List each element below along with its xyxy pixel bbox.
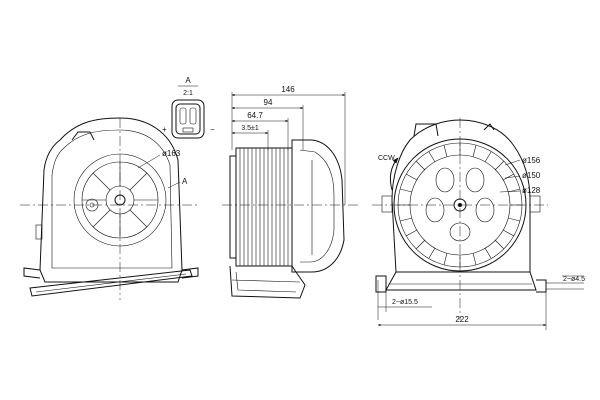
- side-body-depth: 94: [264, 98, 273, 107]
- side-overall-width: 146: [281, 85, 295, 94]
- section-scale: 2:1: [183, 90, 193, 97]
- section-letter: A: [185, 76, 191, 85]
- front-view: ø163 A: [20, 117, 200, 300]
- rear-holes-small: 2−ø4.5: [563, 276, 585, 283]
- rotation-label: CCW: [378, 155, 395, 162]
- side-offset: 3.5±1: [241, 125, 259, 132]
- section-callout: A 2:1: [178, 76, 198, 97]
- rear-diameter-150: ø150: [522, 171, 541, 180]
- front-diameter-label: ø163: [162, 149, 181, 158]
- rear-overall-width: 222: [455, 315, 469, 324]
- connector-detail: + −: [162, 99, 215, 139]
- rear-blades: [398, 143, 522, 267]
- terminal-plus: +: [162, 125, 167, 134]
- rear-holes-large: 2−ø15.5: [392, 299, 418, 306]
- terminal-minus: −: [210, 125, 215, 134]
- front-section-marker: A: [182, 177, 188, 186]
- rear-diameter-128: ø128: [522, 186, 541, 195]
- side-wheel-depth: 64.7: [247, 111, 263, 120]
- rear-diameter-156: ø156: [522, 156, 541, 165]
- rear-view: CCW ø156 ø150 ø128 2−ø4.5 2−ø15.5 222: [372, 118, 585, 330]
- side-view: 146 94 64.7 3.5±1: [222, 85, 360, 299]
